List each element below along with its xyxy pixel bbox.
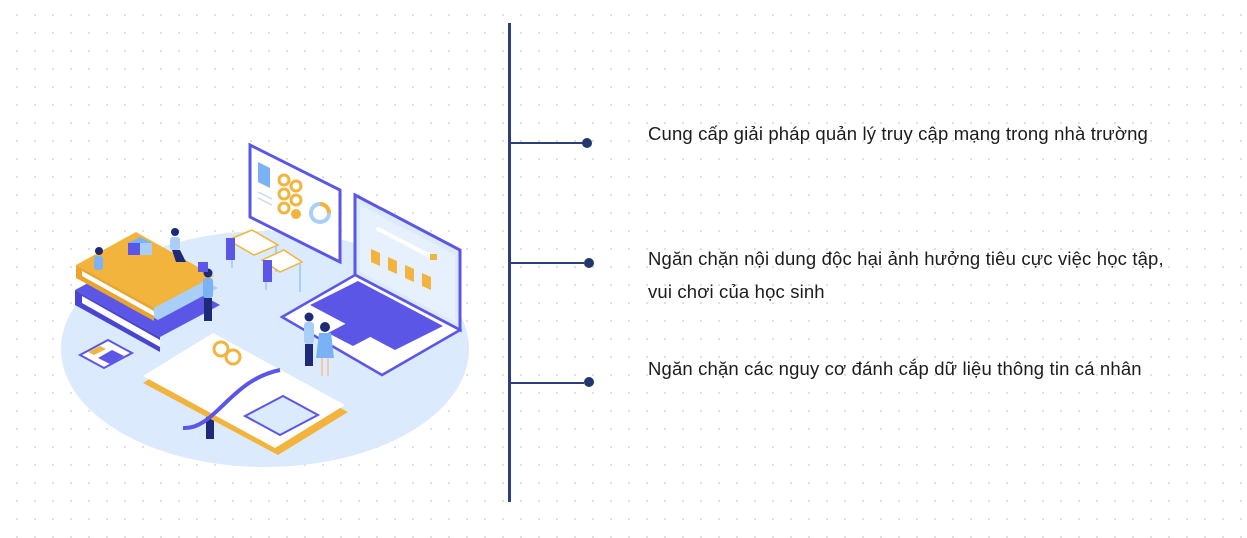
timeline-item-3-text: Ngăn chặn các nguy cơ đánh cắp dữ liệu t…: [648, 358, 1142, 379]
education-illustration: [61, 142, 469, 467]
timeline-branch-2: [510, 262, 584, 264]
timeline-branch-3: [510, 382, 584, 384]
timeline-dot-2: [584, 258, 594, 268]
calculator-icon: [77, 338, 135, 370]
timeline-item-1-text: Cung cấp giải pháp quản lý truy cập mạng…: [648, 123, 1148, 144]
classroom-desks-icon: [226, 229, 304, 292]
books-stack-icon: [75, 232, 220, 352]
people-figures-icon: [94, 228, 334, 439]
notebook-icon: [143, 333, 348, 455]
timeline-vertical-line: [508, 23, 511, 502]
timeline-dot-3: [584, 377, 594, 387]
laptop-icon: [279, 192, 463, 377]
timeline-branch-1: [510, 142, 584, 144]
timeline-dot-1: [582, 138, 592, 148]
dashboard-board-icon: [248, 142, 342, 265]
timeline-item-2-text: Ngăn chặn nội dung độc hại ảnh hưởng tiê…: [648, 248, 1164, 302]
